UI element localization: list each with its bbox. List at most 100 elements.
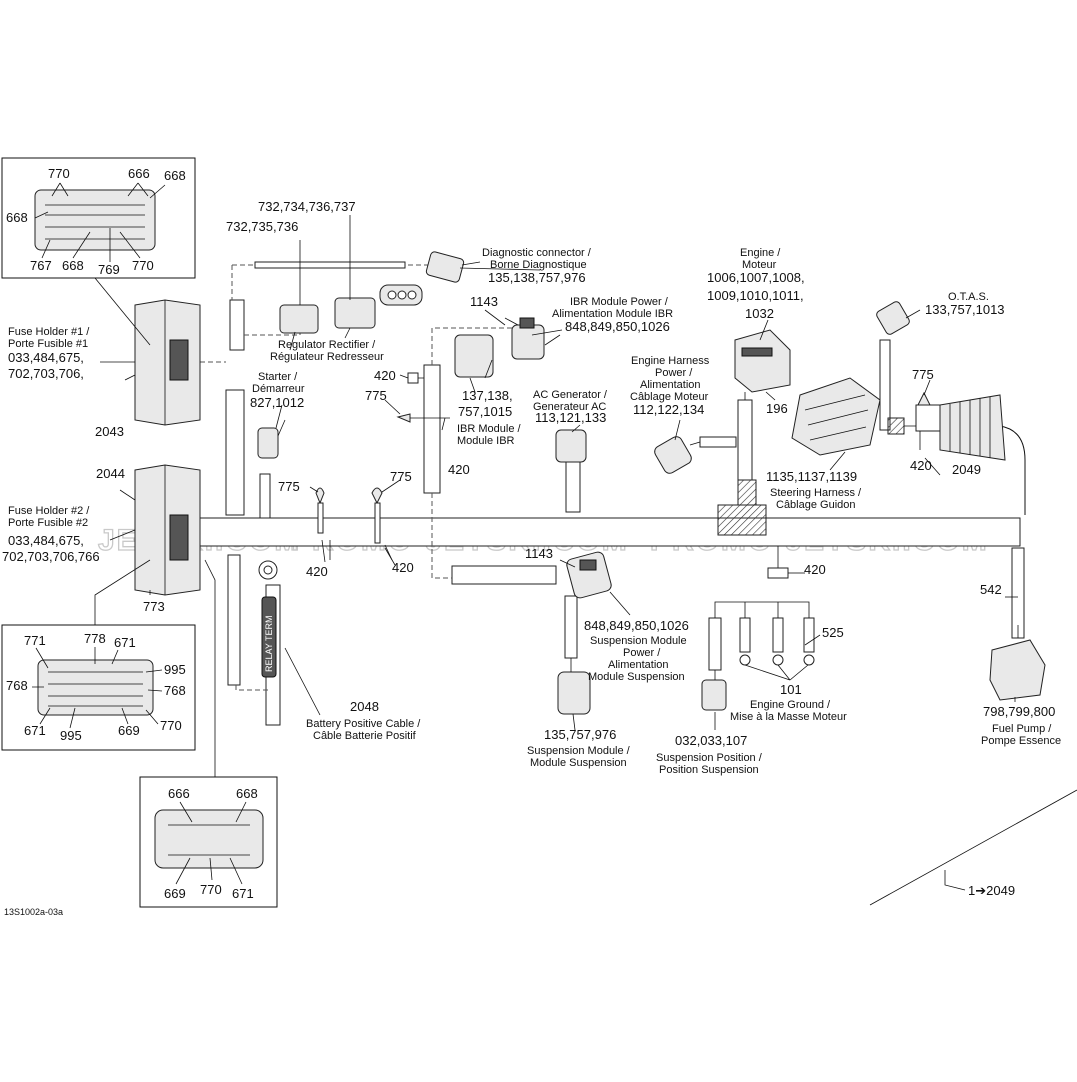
engine-harness-line3: Alimentation [640, 379, 701, 391]
engine-harness-nums: 112,122,134 [633, 402, 704, 417]
view-box-2-frame [1, 624, 196, 751]
view2-label-671-top: 671 [114, 635, 136, 650]
fastener-775-b [371, 487, 383, 505]
diagnostic-connector-body [425, 251, 465, 283]
fastener-775-a [315, 487, 325, 505]
ground-lead-2 [772, 617, 784, 653]
steering-name-en: Steering Harness / [770, 487, 862, 499]
suspension-position-nums: 032,033,107 [675, 733, 747, 748]
view2-label-995-bottom: 995 [60, 728, 82, 743]
ibr-power-name-en: IBR Module Power / [570, 296, 669, 308]
engine-ground-525: 525 [822, 625, 844, 640]
otas-connector[interactable] [875, 300, 911, 336]
view1-label-668-left: 668 [6, 210, 28, 225]
view1-label-668-top: 668 [164, 168, 186, 183]
fuse-holder-1[interactable] [134, 299, 201, 426]
regulator-rectifier[interactable] [279, 215, 423, 334]
fuse-holder-2-ref-773: 773 [143, 599, 165, 614]
ac-generator-connector[interactable] [555, 429, 587, 463]
steering-name-fr: Câblage Guidon [776, 499, 856, 511]
ibr-power-ref: 1143 [470, 294, 498, 309]
engine-harness-body [654, 436, 692, 474]
suspension-power-line4: Module Suspension [588, 671, 685, 683]
fuse-holder-2-name-fr: Porte Fusible #2 [8, 517, 88, 529]
engine-connector-body [734, 329, 791, 393]
view3-label-668: 668 [236, 786, 258, 801]
steering-ref-2049: 2049 [952, 462, 981, 477]
diagnostic-name-en: Diagnostic connector / [482, 247, 592, 259]
leader-view3-to-fuse2 [204, 559, 216, 777]
view-box-2-connector [37, 659, 154, 716]
view3-label-669: 669 [164, 886, 186, 901]
view3-label-671: 671 [232, 886, 254, 901]
fuse-holder-1-name-en: Fuse Holder #1 / [8, 326, 90, 338]
starter-connector-body [257, 427, 279, 459]
trunk-sleeve-2 [225, 389, 245, 516]
fastener-label-775-b: 775 [278, 479, 300, 494]
engine-ground-420: 420 [804, 562, 826, 577]
diagnostic-connector[interactable] [425, 251, 481, 283]
fuse-holder-1-body [134, 299, 201, 426]
engine-harness-line1: Engine Harness [631, 355, 710, 367]
fuel-pump-ref-542: 542 [980, 582, 1002, 597]
fastener-label-775-c: 775 [390, 469, 412, 484]
battery-cable-tag [261, 596, 277, 678]
view-box-1-connector [34, 189, 156, 251]
fuse-holder-2-name-en: Fuse Holder #2 / [8, 505, 90, 517]
starter-name-en: Starter / [258, 371, 298, 383]
fuse-holder-2-nums-1: 033,484,675, [8, 533, 84, 548]
suspension-module-connector[interactable] [557, 658, 591, 715]
battery-cable-tag-text: RELAY TERM [264, 615, 274, 672]
ibr-module[interactable] [454, 334, 494, 393]
view-box-1-frame [1, 157, 196, 279]
sleeve-engine [737, 399, 753, 481]
ac-generator-name-en: AC Generator / [533, 389, 608, 401]
view2-label-995-right: 995 [164, 662, 186, 677]
view2-label-778: 778 [84, 631, 106, 646]
sleeve-engine-harness [699, 436, 737, 448]
view2-label-768-left: 768 [6, 678, 28, 693]
fastener-label-420-c: 420 [306, 564, 328, 579]
battery-positive-cable[interactable]: RELAY TERM [258, 560, 278, 678]
fuse-holder-2-ref: 2044 [96, 466, 125, 481]
trunk-sleeve-1 [229, 299, 245, 351]
suspension-power-body [566, 551, 612, 599]
labels: Fuse Holder #1 / Porte Fusible #1 033,48… [2, 199, 1061, 917]
view-box-3-connector [154, 809, 264, 869]
fuse-holder-1-ref: 2043 [95, 424, 124, 439]
suspension-power-nums: 848,849,850,1026 [584, 618, 689, 633]
steering-harness-connector[interactable] [791, 377, 881, 456]
steering-harness-body [791, 377, 881, 456]
engine-harness-connector[interactable] [653, 435, 701, 476]
suspension-position-connector[interactable] [701, 670, 727, 711]
engine-ground-ref-101: 101 [780, 682, 802, 697]
fuse-holder-2[interactable] [134, 464, 201, 596]
steering-label-420: 420 [910, 458, 932, 473]
fastener-420-a [407, 372, 419, 384]
otas-body [876, 301, 910, 335]
dash-suspension [431, 493, 452, 579]
suspension-power-connector[interactable] [565, 551, 612, 599]
fastener-420-ground [767, 567, 789, 579]
diagnostic-name-fr: Borne Diagnostique [490, 259, 587, 271]
regulator-connector-a [279, 304, 319, 334]
ibr-module-name-fr: Module IBR [457, 435, 515, 447]
ibr-power-connector[interactable] [504, 317, 563, 360]
steering-cable-bend [999, 425, 1026, 515]
fuel-pump-connector[interactable] [989, 625, 1046, 701]
otas-name: O.T.A.S. [948, 291, 989, 303]
fastener-label-420-a: 420 [374, 368, 396, 383]
engine-harness-line4: Câblage Moteur [630, 391, 709, 403]
fuel-pump-name-fr: Pompe Essence [981, 735, 1061, 747]
fuse-holder-2-connector [169, 514, 189, 561]
sleeve-fuel-pump [1011, 547, 1025, 639]
main-trunk-tube [199, 517, 1021, 547]
sleeve-susp-position [708, 617, 722, 671]
view1-label-668-bottom: 668 [62, 258, 84, 273]
starter-connector[interactable] [257, 419, 286, 459]
engine-connector[interactable] [734, 329, 791, 400]
view2-label-669: 669 [118, 723, 140, 738]
steering-boot[interactable] [904, 391, 1006, 461]
ac-generator-nums: 113,121,133 [535, 410, 606, 425]
